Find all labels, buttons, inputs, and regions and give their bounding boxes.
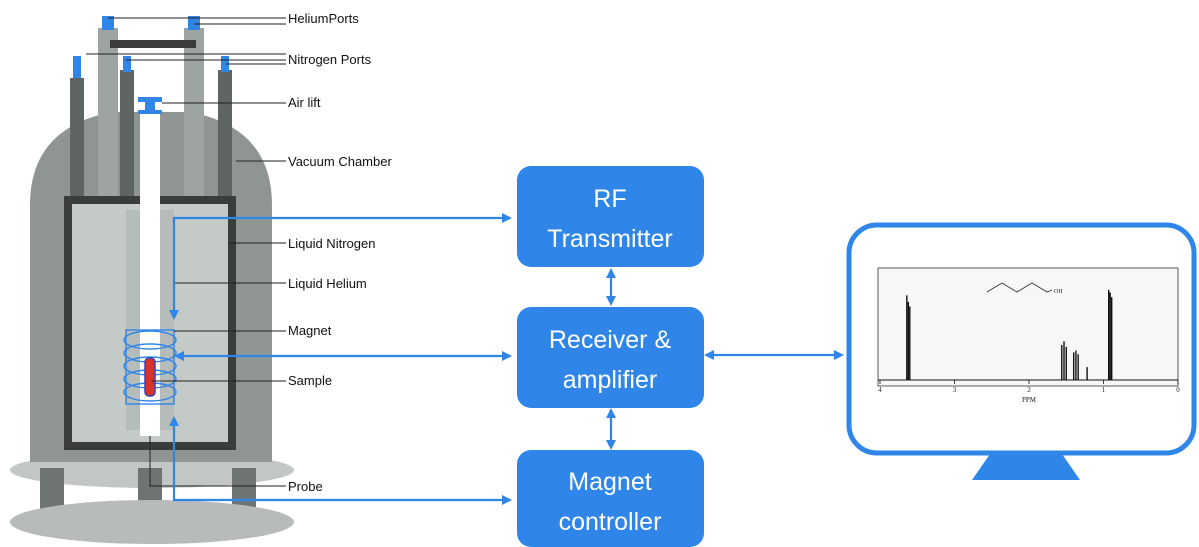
- sample-tube: [144, 357, 156, 397]
- base-plate: [10, 500, 294, 544]
- nmr-magnet-cryostat: [10, 16, 294, 544]
- computer-monitor: OH 4 3 2 1 0 PPM: [846, 222, 1197, 480]
- signal-connectors: [169, 213, 844, 505]
- nitrogen-port-cap-mid: [123, 56, 131, 72]
- spectrum-tick-label: 4: [878, 386, 882, 394]
- rf-transmitter-line1: RF: [593, 185, 626, 213]
- label-helium-ports: HeliumPorts: [288, 11, 359, 26]
- spectrum-tick-label: 3: [953, 386, 957, 394]
- probe-magnet-controller-arrow: [169, 416, 512, 505]
- receiver-amplifier-box: Receiver & amplifier: [517, 307, 704, 408]
- helium-port-cap-left: [102, 16, 114, 30]
- helium-port-cap-right: [188, 16, 200, 30]
- label-sample: Sample: [288, 373, 332, 388]
- spectrum-tick-label: 2: [1027, 386, 1031, 394]
- magnet-controller-line1: Magnet: [568, 468, 651, 496]
- spectrum-axis: 4 3 2 1 0: [878, 380, 1180, 394]
- rf-to-probe-arrow: [169, 213, 512, 320]
- spectrum-tick-label: 1: [1102, 386, 1106, 394]
- label-liquid-helium: Liquid Helium: [288, 276, 367, 291]
- nitrogen-port-cap-right: [221, 56, 229, 72]
- helium-tube-left: [98, 28, 118, 196]
- nitrogen-tube-mid: [120, 70, 134, 196]
- rf-transmitter-box: RF Transmitter: [517, 166, 704, 267]
- monitor-stand: [972, 454, 1080, 480]
- label-liquid-nitrogen: Liquid Nitrogen: [288, 236, 375, 251]
- magnet-controller-line2: controller: [559, 508, 662, 536]
- receiver-line1: Receiver &: [549, 326, 672, 354]
- central-bore: [140, 110, 160, 436]
- air-lift-icon: [138, 97, 162, 114]
- nitrogen-port-cap-left: [73, 56, 81, 78]
- label-probe: Probe: [288, 479, 323, 494]
- label-magnet: Magnet: [288, 323, 332, 338]
- helium-tube-right: [184, 28, 204, 196]
- spectrum-tick-label: 0: [1176, 386, 1180, 394]
- magnet-controller-box: Magnet controller: [517, 450, 704, 547]
- molecule-label: OH: [1054, 289, 1063, 295]
- nitrogen-tube-right: [218, 70, 232, 196]
- helium-bridge: [110, 40, 196, 48]
- label-nitrogen-ports: Nitrogen Ports: [288, 52, 372, 67]
- nitrogen-tube-left: [70, 78, 84, 196]
- nmr-spectrum: OH 4 3 2 1 0 PPM: [877, 267, 1180, 404]
- rf-transmitter-line2: Transmitter: [547, 225, 672, 253]
- receiver-line2: amplifier: [563, 366, 657, 394]
- spectrum-x-label: PPM: [1022, 396, 1037, 404]
- spectrum-peaks: [906, 289, 1113, 380]
- label-vacuum-chamber: Vacuum Chamber: [288, 154, 392, 169]
- label-air-lift: Air lift: [288, 95, 321, 110]
- molecule-structure: [986, 282, 1053, 293]
